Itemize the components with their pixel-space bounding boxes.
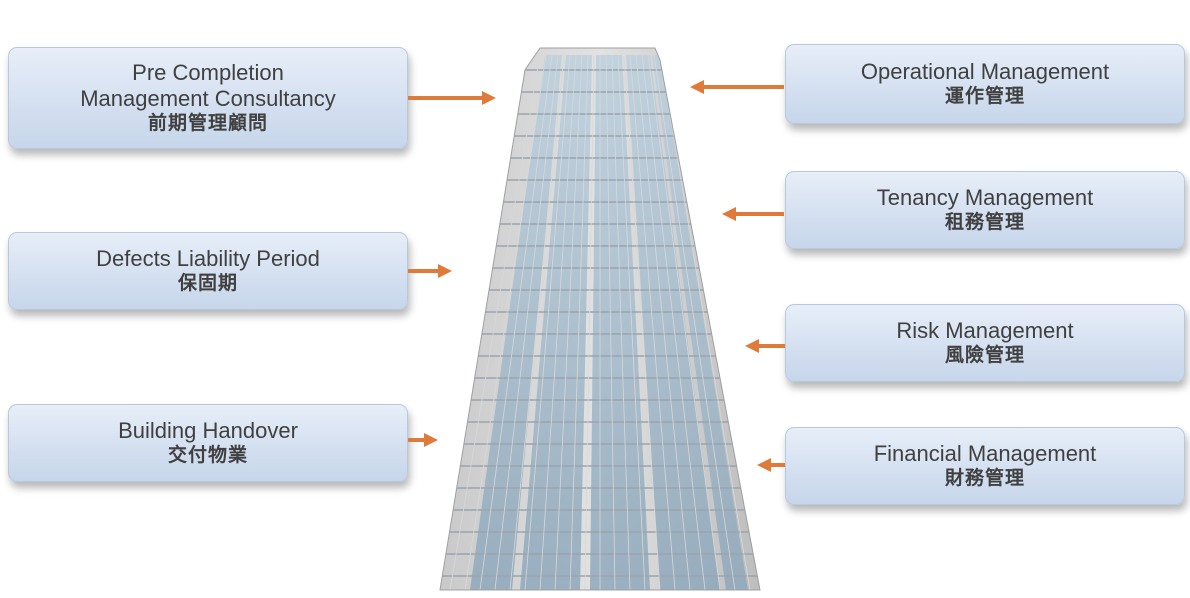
box-english-label: Operational Management [860,59,1110,84]
right-arrow-icon [408,264,452,278]
box-english-label: Management Consultancy [80,86,336,111]
box-chinese-label: 運作管理 [944,86,1025,107]
tenancy-management-box: Tenancy Management 租務管理 [785,171,1185,249]
right-arrow-icon [408,433,438,447]
box-chinese-label: 租務管理 [944,212,1025,233]
box-chinese-label: 前期管理顧問 [147,113,268,134]
box-english-label: Building Handover [118,418,298,443]
left-arrow-icon [757,458,785,472]
box-chinese-label: 風險管理 [944,345,1025,366]
box-english-label: Risk Management [896,318,1074,343]
risk-management-box: Risk Management 風險管理 [785,304,1185,382]
operational-management-box: Operational Management 運作管理 [785,44,1185,124]
right-arrow-icon [408,91,496,105]
defects-liability-period-box: Defects Liability Period 保固期 [8,232,408,310]
box-english-label: Defects Liability Period [96,246,320,271]
left-arrow-icon [690,80,784,94]
box-english-label: Tenancy Management [876,185,1094,210]
box-chinese-label: 保固期 [177,273,238,294]
left-arrow-icon [722,207,784,221]
financial-management-box: Financial Management 財務管理 [785,427,1185,505]
box-chinese-label: 交付物業 [167,445,248,466]
box-chinese-label: 財務管理 [944,468,1025,489]
box-english-label: Financial Management [873,441,1097,466]
building-handover-box: Building Handover 交付物業 [8,404,408,482]
box-english-label: Pre Completion [132,60,284,85]
pre-completion-consultancy-box: Pre Completion Management Consultancy 前期… [8,47,408,149]
left-arrow-icon [745,339,785,353]
